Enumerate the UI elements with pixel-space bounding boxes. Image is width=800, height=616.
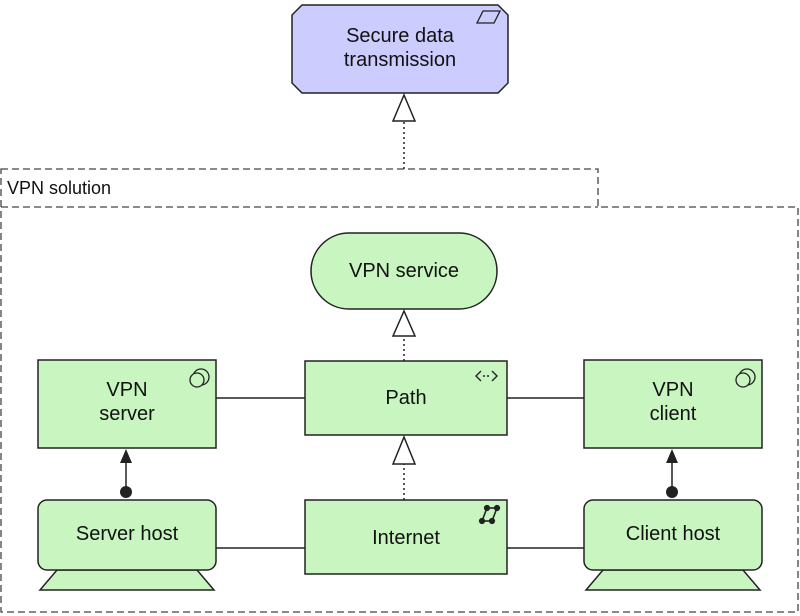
internet-shape[interactable] <box>304 499 508 575</box>
server-host-shape[interactable] <box>37 499 217 571</box>
realization-arrowhead-service <box>391 309 417 337</box>
client-host-shape[interactable] <box>583 499 763 571</box>
assignment-dot-server <box>120 486 132 498</box>
path-arrows-icon <box>475 370 498 382</box>
path-shape[interactable] <box>304 360 508 436</box>
system-software-icon <box>189 368 210 388</box>
vpn-client-shape[interactable] <box>583 359 763 449</box>
network-icon <box>478 504 501 525</box>
assignment-arrowhead-client <box>666 449 678 463</box>
client-host-base <box>584 569 762 591</box>
group-frame[interactable] <box>0 168 799 613</box>
assignment-arrowhead-server <box>120 449 132 463</box>
vpn-service-shape[interactable] <box>310 232 498 310</box>
system-software-icon <box>735 368 756 388</box>
goal-parallelogram-icon <box>475 10 502 24</box>
realization-arrowhead-goal <box>391 93 417 122</box>
vpn-server-shape[interactable] <box>37 359 217 449</box>
server-host-base <box>38 569 216 591</box>
realization-arrowhead-path <box>391 435 417 465</box>
goal-shape[interactable] <box>291 4 509 94</box>
assignment-dot-client <box>666 486 678 498</box>
